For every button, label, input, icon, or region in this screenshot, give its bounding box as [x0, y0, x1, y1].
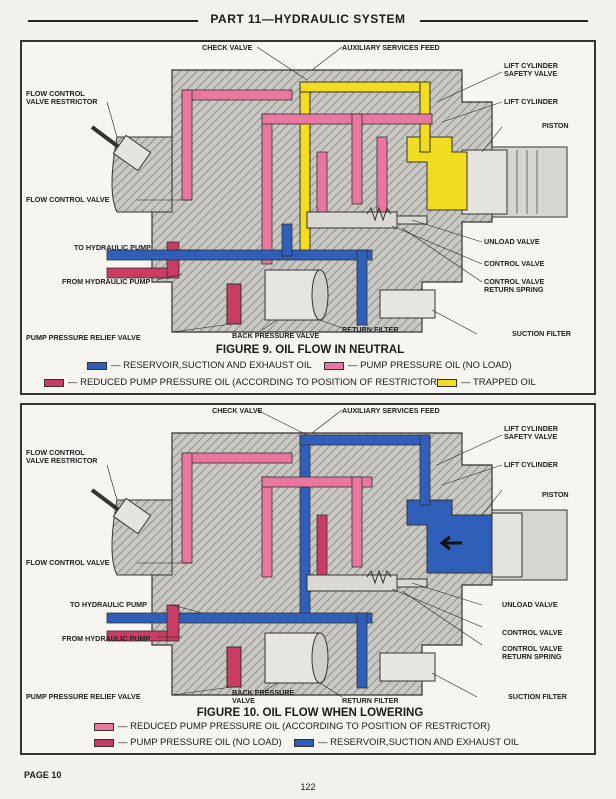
- legend-swatch: [94, 738, 114, 747]
- label-unload-valve: UNLOAD VALVE: [502, 600, 558, 609]
- label-back-pressure: BACK PRESSURE VALVE: [232, 331, 320, 340]
- label-lift-cylinder: LIFT CYLINDER: [504, 460, 558, 469]
- legend-swatch: [87, 361, 107, 370]
- legend-item: — RESERVOIR,SUCTION AND EXHAUST OIL: [87, 360, 312, 371]
- header-rule-left: [28, 20, 198, 22]
- legend-item: — TRAPPED OIL: [437, 377, 536, 388]
- return-filter: [264, 269, 321, 321]
- relief-valve: [226, 646, 242, 688]
- header-title: PART 11—HYDRAULIC SYSTEM: [210, 12, 406, 26]
- figure-9-diagram: [90, 46, 568, 335]
- label-lift-cylinder: LIFT CYLINDER: [504, 97, 558, 106]
- label-check-valve: CHECK VALVE: [212, 406, 263, 415]
- legend-swatch: [324, 361, 344, 370]
- label-suction-filter: SUCTION FILTER: [512, 329, 571, 338]
- legend-text: — REDUCED PUMP PRESSURE OIL (ACCORDING T…: [68, 377, 441, 388]
- suction-filter: [379, 289, 436, 319]
- trapped-oil: [406, 136, 468, 211]
- flow-control-restrictor: [90, 488, 152, 535]
- legend-item: — REDUCED PUMP PRESSURE OIL (ACCORDING T…: [44, 377, 440, 388]
- figure-10-caption: FIGURE 10. OIL FLOW WHEN LOWERING: [196, 707, 424, 719]
- legend-text: — PUMP PRESSURE OIL (NO LOAD): [348, 360, 512, 371]
- label-aux-feed: AUXILIARY SERVICES FEED: [342, 406, 440, 415]
- label-fc-restrictor: FLOW CONTROL VALVE RESTRICTOR: [26, 448, 98, 465]
- legend-text: — TRAPPED OIL: [461, 377, 536, 388]
- flow-control-restrictor: [90, 125, 152, 172]
- header-rule-right: [420, 20, 588, 22]
- label-from-pump: FROM HYDRAULIC PUMP: [62, 634, 151, 643]
- page-number: 122: [300, 782, 316, 792]
- legend-swatch: [294, 738, 314, 747]
- page-header: PART 11—HYDRAULIC SYSTEM: [28, 10, 588, 30]
- label-fc-valve: FLOW CONTROL VALVE: [26, 195, 110, 204]
- label-control-valve: CONTROL VALVE: [484, 259, 545, 268]
- label-relief-valve: PUMP PRESSURE RELIEF VALVE: [26, 692, 141, 701]
- legend-text: — RESERVOIR,SUCTION AND EXHAUST OIL: [111, 360, 312, 371]
- legend-text: — PUMP PRESSURE OIL (NO LOAD): [118, 737, 282, 748]
- piston: [461, 149, 508, 215]
- legend-text: — RESERVOIR,SUCTION AND EXHAUST OIL: [318, 737, 519, 748]
- legend-item: — RESERVOIR,SUCTION AND EXHAUST OIL: [294, 737, 519, 748]
- suction-filter: [379, 652, 436, 682]
- figure-9-panel: CHECK VALVE AUXILIARY SERVICES FEED LIFT…: [20, 40, 596, 395]
- page-label: PAGE 10: [24, 770, 62, 780]
- label-back-pressure: BACK PRESSURE VALVE: [232, 688, 295, 705]
- label-to-pump: TO HYDRAULIC PUMP: [74, 243, 151, 252]
- legend-item: — REDUCED PUMP PRESSURE OIL (ACCORDING T…: [94, 721, 490, 732]
- label-lift-safety: LIFT CYLINDER SAFETY VALVE: [504, 61, 558, 78]
- return-filter: [264, 632, 321, 684]
- label-from-pump: FROM HYDRAULIC PUMP: [62, 277, 151, 286]
- relief-valve: [226, 283, 242, 325]
- label-suction-filter: SUCTION FILTER: [508, 692, 567, 701]
- figure-10-diagram: [90, 409, 568, 698]
- label-check-valve: CHECK VALVE: [202, 43, 253, 52]
- label-fc-valve: FLOW CONTROL VALVE: [26, 558, 110, 567]
- label-return-filter: RETURN FILTER: [342, 325, 399, 334]
- legend-item: — PUMP PRESSURE OIL (NO LOAD): [324, 360, 512, 371]
- legend-swatch: [437, 378, 457, 387]
- label-to-pump: TO HYDRAULIC PUMP: [70, 600, 147, 609]
- label-fc-restrictor: FLOW CONTROL VALVE RESTRICTOR: [26, 89, 98, 106]
- figure-10-panel: CHECK VALVE AUXILIARY SERVICES FEED LIFT…: [20, 403, 596, 755]
- label-piston: PISTON: [542, 121, 569, 130]
- label-control-spring: CONTROL VALVE RETURN SPRING: [484, 277, 545, 294]
- label-piston: PISTON: [542, 490, 569, 499]
- legend-swatch: [94, 722, 114, 731]
- legend-item: — PUMP PRESSURE OIL (NO LOAD): [94, 737, 282, 748]
- legend-swatch: [44, 378, 64, 387]
- label-lift-safety: LIFT CYLINDER SAFETY VALVE: [504, 424, 558, 441]
- label-return-filter: RETURN FILTER: [342, 696, 399, 705]
- piston: [491, 512, 523, 578]
- label-aux-feed: AUXILIARY SERVICES FEED: [342, 43, 440, 52]
- label-relief-valve: PUMP PRESSURE RELIEF VALVE: [26, 333, 141, 342]
- figure-9-caption: FIGURE 9. OIL FLOW IN NEUTRAL: [215, 344, 405, 356]
- legend-text: — REDUCED PUMP PRESSURE OIL (ACCORDING T…: [118, 721, 491, 732]
- label-unload-valve: UNLOAD VALVE: [484, 237, 540, 246]
- label-control-valve: CONTROL VALVE: [502, 628, 563, 637]
- label-control-spring: CONTROL VALVE RETURN SPRING: [502, 644, 563, 661]
